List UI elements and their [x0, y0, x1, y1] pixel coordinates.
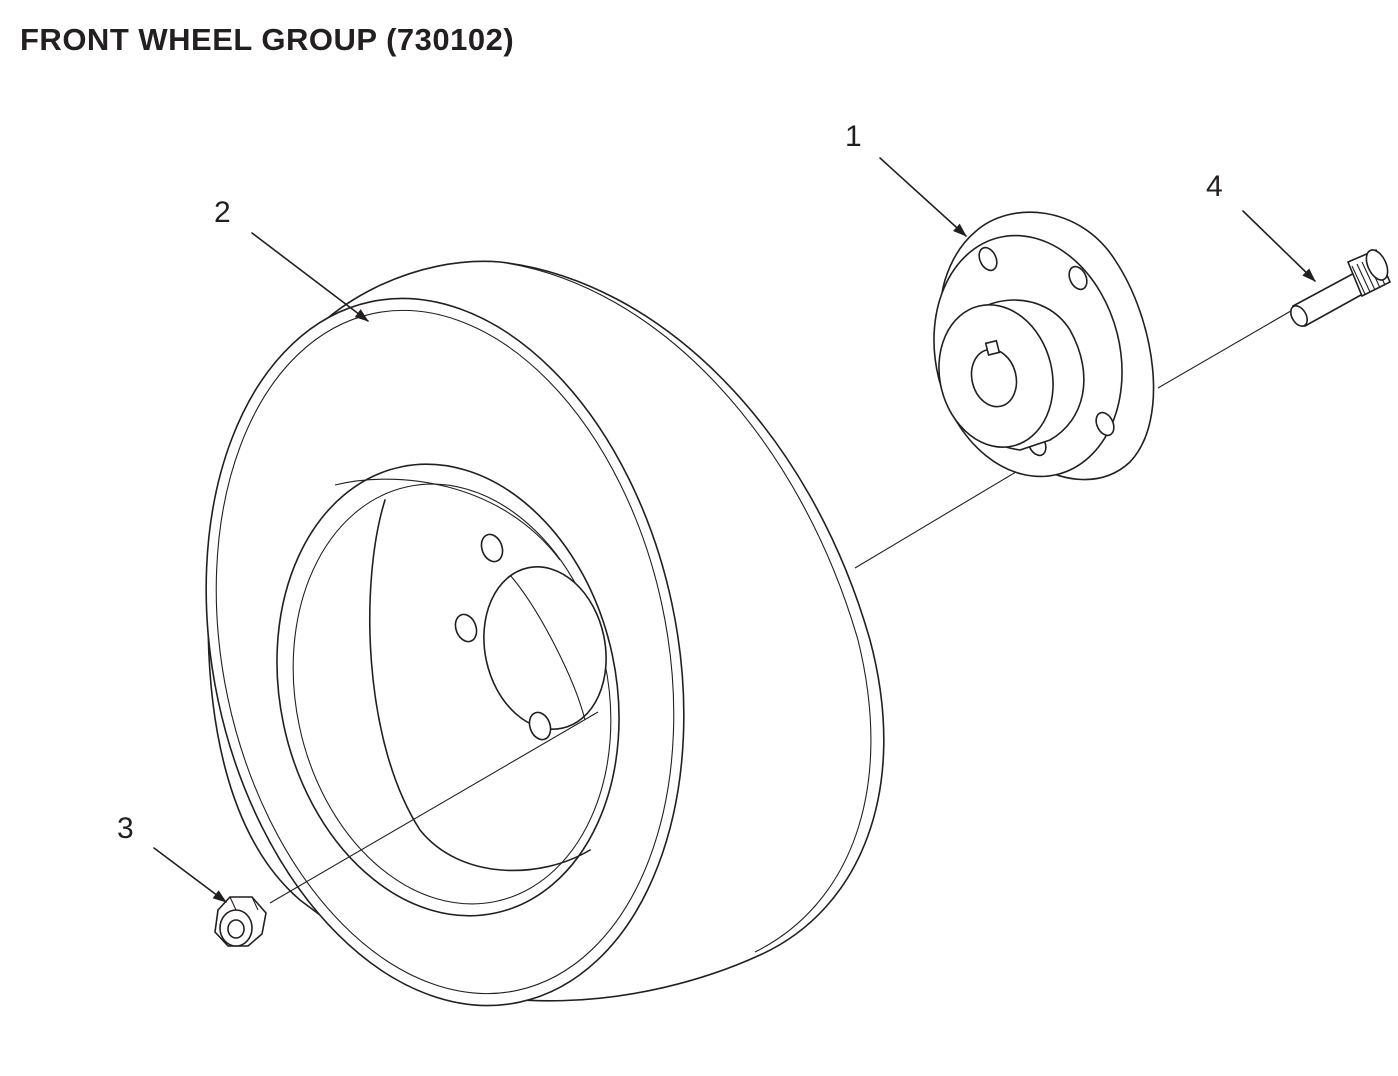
hub [933, 211, 1155, 481]
wheel-center-bore-depth [509, 574, 586, 721]
callout-3: 3 [117, 812, 227, 903]
wheel [205, 260, 885, 1007]
wheel-bolt-hole [480, 533, 504, 563]
callout-1: 1 [845, 120, 967, 237]
callout-4: 4 [1206, 170, 1316, 282]
callout-label-3: 3 [117, 812, 134, 845]
wheel-bolt-hole [528, 711, 552, 741]
nut-bore [227, 919, 245, 939]
wheel-tread-edge [499, 261, 872, 953]
hub-keyway [984, 339, 1001, 357]
hub-bolt-hole [978, 246, 998, 272]
hub-bolt-hole [1068, 265, 1088, 291]
stud-head [1365, 249, 1389, 281]
wheel-center-bore [483, 566, 607, 730]
wheel-rim-barrel [369, 499, 591, 872]
stud-tip [1290, 305, 1308, 327]
page-title: FRONT WHEEL GROUP (730102) [20, 22, 515, 57]
wheel-sidewall-chamfer [215, 309, 675, 995]
wheel-stud [1290, 248, 1392, 328]
lock-nut [214, 896, 267, 947]
wheel-rim-barrel-edge [334, 478, 561, 561]
wheel-bolt-hole [454, 613, 478, 643]
callout-label-2: 2 [214, 196, 231, 229]
callout-2: 2 [214, 196, 369, 322]
callout-label-4: 4 [1206, 170, 1223, 203]
hub-bolt-hole [1095, 411, 1115, 437]
callout-label-1: 1 [845, 120, 862, 153]
